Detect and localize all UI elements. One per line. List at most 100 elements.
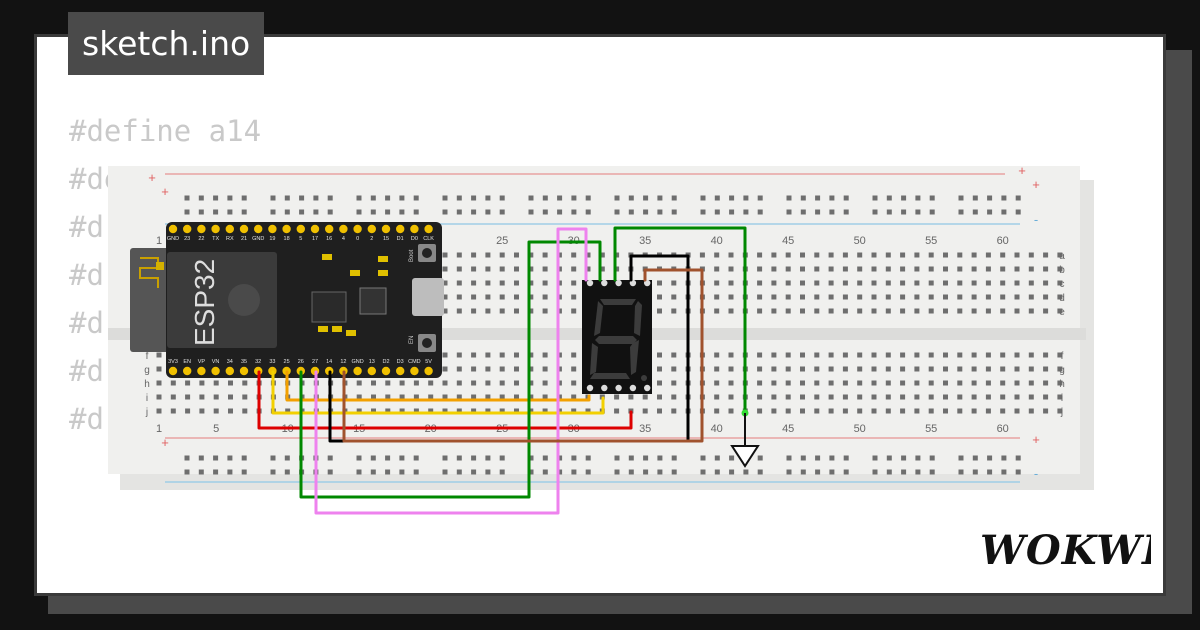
pin-header[interactable] xyxy=(410,366,419,376)
rail-hole xyxy=(499,455,505,461)
boot-button-cap[interactable] xyxy=(422,248,432,258)
terminal-hole xyxy=(156,352,162,358)
rail-hole xyxy=(499,469,505,475)
pin-header[interactable] xyxy=(225,224,234,234)
rail-hole xyxy=(198,195,204,201)
wokwi-logo[interactable]: WOKWI xyxy=(976,520,1151,580)
terminal-hole xyxy=(757,408,763,414)
pin-header[interactable] xyxy=(225,366,234,376)
terminal-hole xyxy=(871,352,877,358)
pin-header[interactable] xyxy=(239,224,249,234)
terminal-hole xyxy=(728,352,734,358)
pin-header[interactable] xyxy=(296,224,305,234)
pin-header[interactable] xyxy=(424,224,433,234)
terminal-hole xyxy=(757,280,763,286)
terminal-hole xyxy=(857,280,863,286)
wire-green-ground xyxy=(613,226,747,415)
pin-header[interactable] xyxy=(353,224,362,234)
display-pin[interactable] xyxy=(586,279,594,287)
pin-header[interactable] xyxy=(197,224,206,234)
pin-header[interactable] xyxy=(353,366,362,376)
pin-label: 3V3 xyxy=(168,359,178,365)
terminal-hole xyxy=(1014,294,1020,300)
terminal-hole xyxy=(842,408,848,414)
terminal-hole xyxy=(1000,294,1006,300)
display-pin[interactable] xyxy=(644,279,651,287)
pin-header[interactable] xyxy=(410,224,419,234)
pin-header[interactable] xyxy=(282,224,291,234)
terminal-hole xyxy=(657,394,662,400)
segment-dp xyxy=(641,375,647,381)
terminal-hole xyxy=(671,294,677,300)
terminal-hole xyxy=(614,266,620,272)
pin-header[interactable] xyxy=(268,224,277,234)
terminal-hole xyxy=(170,408,176,414)
pin-header[interactable] xyxy=(424,366,433,376)
display-pin[interactable] xyxy=(644,384,651,392)
rail-hole xyxy=(184,209,190,215)
rail-hole xyxy=(657,209,663,215)
pin-header[interactable] xyxy=(325,224,334,234)
pin-header[interactable] xyxy=(183,224,192,234)
pin-header[interactable] xyxy=(254,224,263,234)
display-pin[interactable] xyxy=(601,279,608,287)
segment-b xyxy=(634,301,642,336)
pin-header[interactable] xyxy=(168,224,178,234)
pin-header[interactable] xyxy=(168,366,178,376)
rail-hole xyxy=(815,455,821,461)
rail-hole xyxy=(542,469,548,475)
terminal-hole xyxy=(1057,366,1063,372)
segment-g xyxy=(595,336,637,344)
terminal-hole xyxy=(1043,252,1049,258)
display-pin[interactable] xyxy=(601,384,608,392)
terminal-hole xyxy=(514,280,519,286)
rail-hole xyxy=(327,195,333,201)
pin-header[interactable] xyxy=(239,366,249,376)
terminal-hole xyxy=(871,394,877,400)
pin-header[interactable] xyxy=(183,366,192,376)
pin-label: 32 xyxy=(255,359,261,365)
pin-header[interactable] xyxy=(211,224,220,234)
en-button-cap[interactable] xyxy=(422,338,432,348)
display-pin[interactable] xyxy=(615,279,622,287)
pin-header[interactable] xyxy=(381,366,391,376)
terminal-hole xyxy=(914,280,920,286)
terminal-hole xyxy=(485,408,491,414)
ground-symbol[interactable] xyxy=(730,409,760,468)
terminal-hole xyxy=(571,408,577,414)
ground-icon[interactable] xyxy=(730,445,760,468)
pin-header[interactable] xyxy=(310,224,320,234)
rail-hole xyxy=(1015,455,1021,461)
pin-header[interactable] xyxy=(396,224,405,234)
seven-segment-display[interactable] xyxy=(582,279,652,394)
pin-header[interactable] xyxy=(381,224,391,234)
terminal-hole xyxy=(471,294,477,300)
pin-header[interactable] xyxy=(396,366,405,376)
pin-header[interactable] xyxy=(197,366,206,376)
display-pin[interactable] xyxy=(629,384,637,392)
pin-header[interactable] xyxy=(339,224,348,234)
code-line: #define a14 xyxy=(69,114,262,148)
display-pin[interactable] xyxy=(615,384,622,392)
terminal-hole xyxy=(499,380,505,386)
wires xyxy=(257,226,747,515)
pin-header[interactable] xyxy=(211,366,220,376)
terminal-hole xyxy=(971,294,977,300)
file-tab[interactable]: sketch.ino xyxy=(68,12,265,75)
terminal-hole xyxy=(785,308,791,314)
row-label-left: h xyxy=(144,379,150,390)
rail-hole xyxy=(456,209,462,215)
pin-header[interactable] xyxy=(367,366,376,376)
rail-hole xyxy=(901,209,907,215)
pin-header[interactable] xyxy=(367,224,376,234)
terminal-hole xyxy=(1014,352,1020,358)
terminal-hole xyxy=(514,266,519,272)
terminal-hole xyxy=(771,252,777,258)
terminal-hole xyxy=(885,366,891,372)
segment-d xyxy=(590,373,630,379)
terminal-hole xyxy=(1057,408,1063,414)
column-label-bottom: 5 xyxy=(213,423,219,435)
rail-hole xyxy=(370,195,376,201)
display-pin[interactable] xyxy=(586,384,594,392)
